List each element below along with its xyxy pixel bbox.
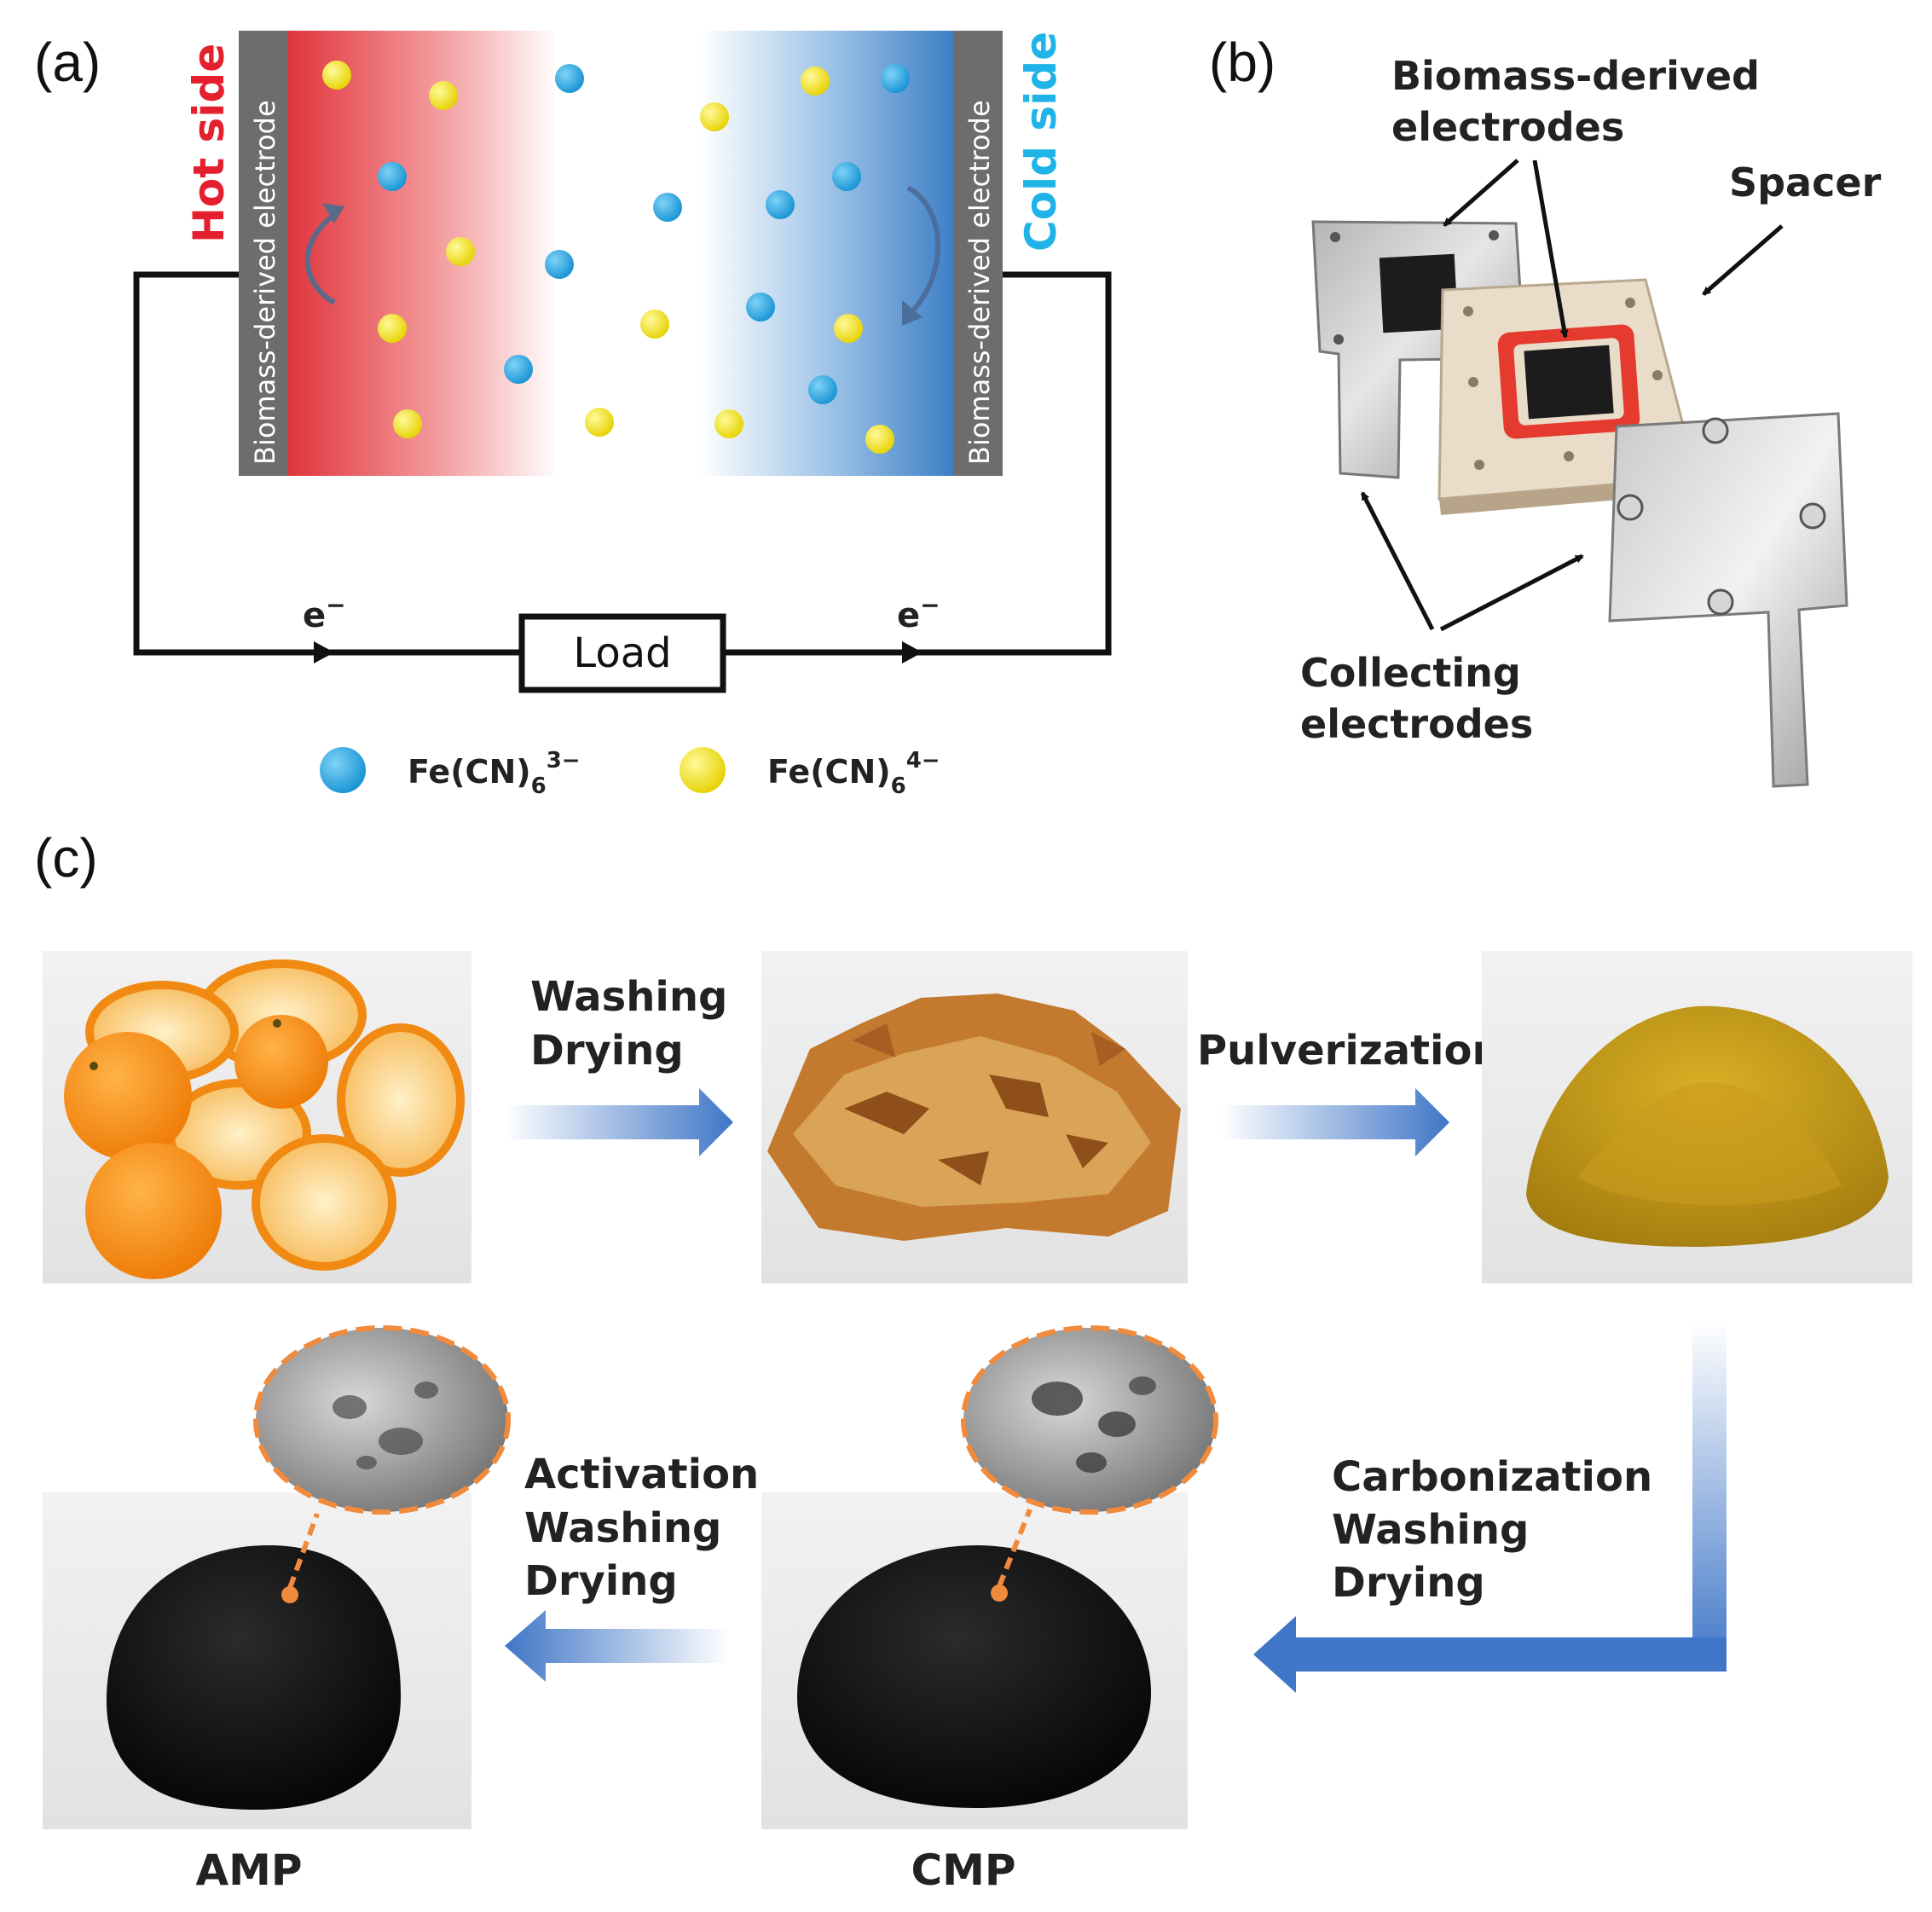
hot-exchange-arrow bbox=[304, 211, 338, 305]
ion-fe3 bbox=[378, 162, 407, 191]
thermocell-schematic: Biomass-derived electrode Biomass-derive… bbox=[133, 31, 1112, 799]
left-electrode bbox=[239, 31, 288, 476]
legend-fe4-swatch bbox=[680, 747, 726, 793]
collecting-electrodes-label-1: Collecting bbox=[1300, 650, 1521, 696]
hot-exchange-arrowhead bbox=[322, 203, 344, 223]
legend-fe3-label: Fe(CN)63− bbox=[408, 748, 581, 799]
electron-label-left: e− bbox=[303, 591, 346, 635]
cold-exchange-arrow bbox=[906, 185, 941, 314]
cold-electrolyte bbox=[699, 31, 955, 476]
step-drying3-label: Drying bbox=[524, 1557, 678, 1605]
step-drying2-label: Drying bbox=[1332, 1559, 1485, 1607]
cmp-zoom-pointer bbox=[997, 1508, 1033, 1588]
ion-fe3 bbox=[766, 190, 795, 219]
panel-label-c: (c) bbox=[34, 827, 98, 889]
ion-fe4 bbox=[446, 237, 475, 266]
ion-fe4 bbox=[865, 425, 894, 454]
electron-arrow-right bbox=[902, 641, 923, 663]
ion-fe4 bbox=[322, 61, 351, 90]
amp-zoom-pointer bbox=[287, 1512, 320, 1590]
process-arrow-4 bbox=[505, 1610, 729, 1682]
process-arrow-3-turn bbox=[1253, 1616, 1727, 1693]
amp-label: AMP bbox=[195, 1845, 302, 1895]
left-electrode-label: Biomass-derived electrode bbox=[249, 100, 281, 465]
step-washing3-label: Washing bbox=[524, 1504, 721, 1552]
process-arrow-3 bbox=[1692, 1322, 1727, 1672]
legend-fe3-swatch bbox=[320, 747, 366, 793]
ion-fe3 bbox=[808, 375, 837, 404]
ion-fe4 bbox=[700, 102, 729, 131]
left-biomass-electrode bbox=[1379, 253, 1459, 333]
electron-arrow-left bbox=[314, 641, 334, 663]
pointer-biomass-left bbox=[1443, 159, 1519, 227]
ion-fe4 bbox=[378, 314, 407, 343]
ion-fe3 bbox=[555, 64, 584, 93]
ion-fe3 bbox=[746, 293, 775, 322]
amp-sem-inset bbox=[253, 1325, 511, 1515]
ion-fe3 bbox=[881, 64, 910, 93]
spacer-biomass-electrode bbox=[1524, 345, 1614, 420]
ion-fe4 bbox=[834, 314, 863, 343]
ion-fe4 bbox=[714, 409, 743, 438]
step-drying-label: Drying bbox=[530, 1027, 684, 1075]
right-electrode bbox=[953, 31, 1003, 476]
ion-fe4 bbox=[585, 408, 614, 437]
step-washing2-label: Washing bbox=[1332, 1506, 1529, 1554]
left-collecting-plate bbox=[1311, 220, 1526, 479]
photo-amp bbox=[43, 1325, 511, 1829]
right-collecting-plate bbox=[1608, 412, 1848, 788]
ion-fe3 bbox=[653, 193, 682, 222]
ion-field bbox=[322, 61, 910, 454]
neutral-electrolyte bbox=[554, 31, 708, 476]
pointer-collecting-right bbox=[1439, 553, 1584, 632]
ion-fe3 bbox=[832, 162, 861, 191]
ion-fe3 bbox=[504, 355, 533, 384]
panel-label-a: (a) bbox=[34, 32, 101, 93]
hot-side-label: Hot side bbox=[184, 43, 234, 243]
ion-fe4 bbox=[393, 409, 422, 438]
step-washing-label: Washing bbox=[530, 973, 727, 1021]
step-activation-label: Activation bbox=[524, 1451, 759, 1498]
cmp-sem-inset bbox=[961, 1325, 1218, 1515]
cell-assembly-photo: Biomass-derived electrodes Spacer Collec… bbox=[1300, 53, 1882, 788]
pointer-collecting-left bbox=[1360, 491, 1435, 631]
photo-peel-powder bbox=[1482, 951, 1912, 1283]
legend-fe4-label: Fe(CN)64− bbox=[767, 748, 940, 799]
biomass-electrodes-label-2: electrodes bbox=[1391, 104, 1624, 150]
electron-label-right: e− bbox=[897, 591, 940, 635]
pointer-spacer bbox=[1702, 224, 1784, 296]
photo-cmp bbox=[761, 1325, 1218, 1829]
cold-exchange-arrowhead bbox=[902, 300, 923, 326]
cold-side-label: Cold side bbox=[1016, 32, 1066, 252]
ion-fe3 bbox=[545, 250, 574, 279]
cmp-label: CMP bbox=[911, 1845, 1015, 1895]
photo-orange-peels bbox=[43, 951, 471, 1283]
ion-fe4 bbox=[801, 67, 830, 96]
ion-fe4 bbox=[640, 310, 669, 339]
photo-dried-peels bbox=[761, 951, 1188, 1283]
load-box bbox=[518, 613, 726, 693]
spacer-label: Spacer bbox=[1729, 159, 1882, 206]
process-arrow-1 bbox=[505, 1088, 733, 1156]
ion-fe4 bbox=[429, 81, 458, 110]
right-electrode-label: Biomass-derived electrode bbox=[963, 100, 996, 465]
load-label: Load bbox=[573, 629, 671, 677]
biomass-electrodes-label-1: Biomass-derived bbox=[1391, 53, 1760, 99]
pointer-biomass-spacer bbox=[1532, 159, 1569, 339]
process-arrow-2 bbox=[1221, 1088, 1449, 1156]
step-pulverization-label: Pulverization bbox=[1197, 1027, 1501, 1075]
collecting-electrodes-label-2: electrodes bbox=[1300, 701, 1533, 747]
panel-label-b: (b) bbox=[1209, 32, 1275, 93]
step-carbonization-label: Carbonization bbox=[1332, 1453, 1652, 1501]
hot-electrolyte bbox=[286, 31, 559, 476]
